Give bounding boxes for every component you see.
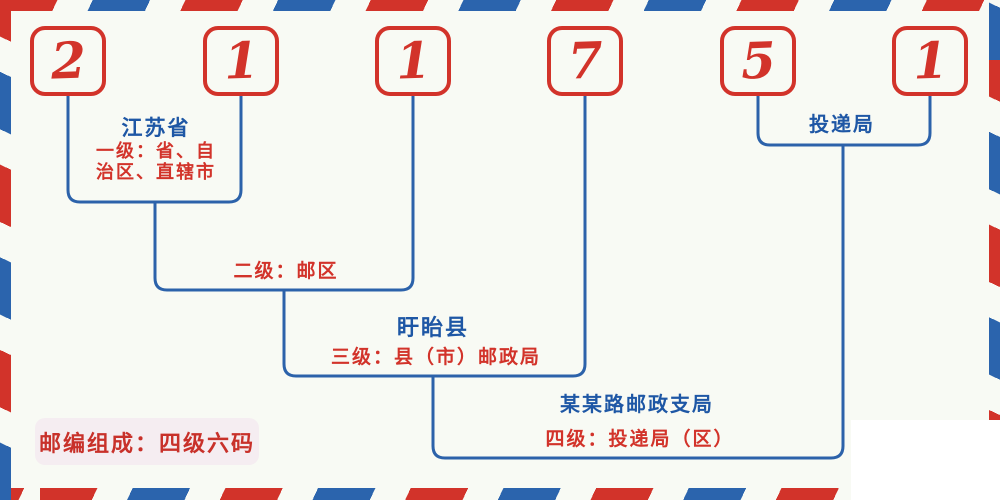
digit-1: 2 [49,30,87,91]
delivery-place-label: 投递局 [809,112,875,136]
digit-box-5: 5 [720,26,796,96]
level3-place-label: 盱眙县 [396,315,470,341]
level1-desc-label: 一级：省、自 治区、直辖市 [96,141,216,182]
blank-corner-overlay [851,420,1000,500]
digit-box-2: 1 [203,26,279,96]
bracket-delivery [756,96,932,147]
digit-6: 1 [911,30,949,91]
digit-box-3: 1 [375,26,451,96]
level2-desc-label: 二级：邮区 [233,261,339,282]
postal-code-composition-badge: 邮编组成：四级六码 [35,418,259,465]
bracket-level4 [431,145,845,460]
digit-5: 5 [739,30,777,91]
level4-desc-label: 四级：投递局（区） [545,429,735,450]
level3-desc-label: 三级：县（市）邮政局 [330,347,542,368]
airmail-border-right [989,0,1000,500]
airmail-border-top [0,0,1000,11]
digit-2: 1 [222,30,260,91]
level1-place-label: 江苏省 [121,115,191,140]
digit-box-4: 7 [547,26,623,96]
airmail-border-left [0,0,11,500]
airmail-border-bottom [0,488,1000,500]
digit-3: 1 [394,30,432,91]
digit-4: 7 [566,30,604,91]
digit-box-6: 1 [892,26,968,96]
level4-place-label: 某某路邮政支局 [560,392,714,416]
badge-text: 邮编组成：四级六码 [38,430,255,457]
digit-box-1: 2 [30,26,106,96]
